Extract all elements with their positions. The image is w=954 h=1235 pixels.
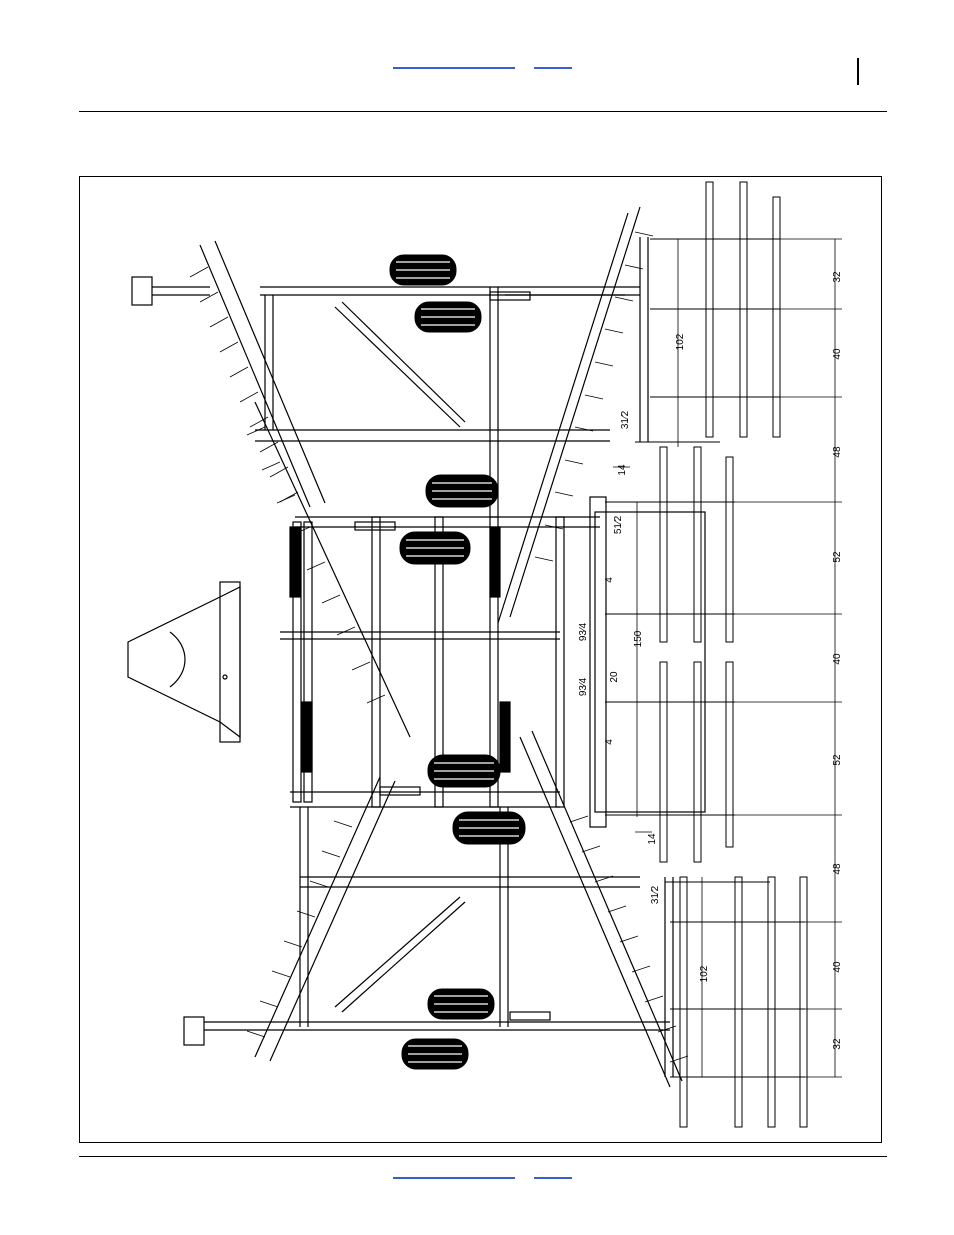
header-link-1[interactable]: [393, 67, 515, 69]
dim-fraction-2: 51⁄2: [613, 515, 624, 534]
dim-spacing-9: 32: [832, 1038, 843, 1050]
dim-offset-lower: 14: [647, 833, 658, 845]
dim-spacing-3: 48: [832, 446, 843, 458]
dim-fraction-5: 31⁄2: [650, 885, 661, 904]
dim-spacing-4: 52: [832, 551, 843, 563]
dim-fraction-4: 93⁄4: [578, 677, 589, 696]
tires: [390, 255, 525, 1069]
disc-gang-upper-right: [498, 207, 640, 623]
dim-spacing-5: 40: [832, 653, 843, 665]
dim-span-lower: 102: [699, 965, 710, 982]
dim-fraction-1: 31⁄2: [620, 410, 631, 429]
footer-link-2[interactable]: [534, 1177, 572, 1179]
dim-spacing-7: 48: [832, 863, 843, 875]
disc-gang-lower-left: [255, 777, 395, 1061]
header-rule: [79, 111, 887, 112]
hydraulic-cylinders: [290, 292, 550, 1020]
dim-span-upper: 102: [675, 333, 686, 350]
diagram-frame: 32 40 48 52 40 52 48 40 32 102 150 102 1…: [79, 176, 882, 1143]
hitch-tongue: [128, 582, 240, 742]
dim-fraction-3: 93⁄4: [578, 622, 589, 641]
footer-rule: [79, 1156, 887, 1157]
dim-offset-upper: 14: [617, 464, 628, 476]
dimension-lines: [613, 239, 842, 1077]
disc-gang-lower-right: [520, 731, 682, 1087]
dim-spacing-2: 40: [832, 348, 843, 360]
header-link-2[interactable]: [534, 67, 572, 69]
harrow-tool-bars: [660, 182, 807, 1127]
implement-layout-diagram: 32 40 48 52 40 52 48 40 32 102 150 102 1…: [80, 177, 881, 1142]
dim-spacing-6: 52: [832, 754, 843, 766]
dimension-labels: 32 40 48 52 40 52 48 40 32 102 150 102 1…: [578, 271, 843, 1050]
disc-gang-upper-left: [200, 241, 410, 737]
dim-offset-4a: 4: [604, 577, 615, 583]
dim-spacing-1: 32: [832, 271, 843, 283]
dim-span-center: 150: [633, 630, 644, 647]
wing-end-right: [184, 1017, 270, 1045]
dim-offset-4b: 4: [604, 739, 615, 745]
main-frame-members: [265, 237, 705, 1077]
dim-offset-20: 20: [609, 671, 620, 683]
header-page-marker: [857, 58, 859, 85]
dim-spacing-8: 40: [832, 961, 843, 973]
wing-end-left: [132, 277, 210, 305]
footer-link-1[interactable]: [393, 1177, 515, 1179]
